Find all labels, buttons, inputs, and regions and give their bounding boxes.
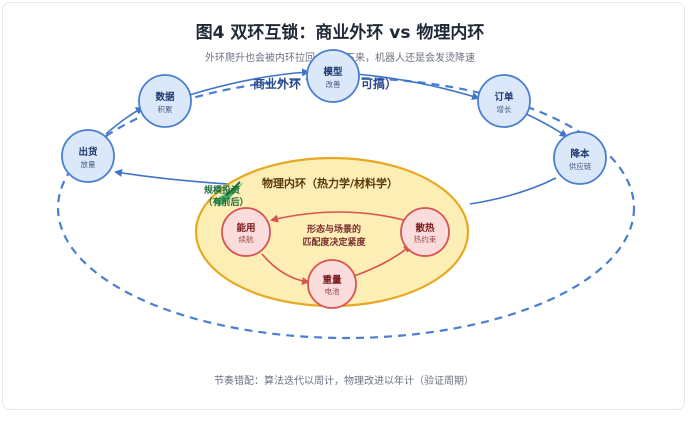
node-order-title: 订单 <box>494 91 514 103</box>
arrow-order-to-cost <box>521 111 568 138</box>
arrow-model-to-order <box>355 73 480 101</box>
node-data-sub: 积累 <box>158 104 173 114</box>
node-ship-title: 出货 <box>78 146 98 158</box>
annotation-line2: （有前后） <box>203 196 248 208</box>
arrow-weight-to-heat <box>353 244 412 277</box>
node-ship: 出货 放量 <box>61 129 115 183</box>
node-energy-title: 能用 <box>236 222 255 234</box>
diagram-footer: 节奏错配：算法迭代以周计，物理改进以年计（验证周期） <box>214 374 474 387</box>
arrow-data-to-model <box>185 68 310 97</box>
node-heat-title: 散热 <box>415 222 435 234</box>
node-cost-title: 降本 <box>570 148 590 160</box>
node-weight-title: 重量 <box>322 274 342 286</box>
node-cost: 降本 供应链 <box>553 131 607 185</box>
node-weight: 重量 电池 <box>307 259 357 309</box>
node-heat-sub: 热约束 <box>414 234 437 244</box>
node-order-sub: 增长 <box>497 104 512 114</box>
node-energy: 能用 续航 <box>221 207 271 257</box>
node-heat: 散热 热约束 <box>400 207 450 257</box>
inner-loop-label: 物理内环（热力学/材料学） <box>262 176 398 190</box>
node-cost-sub: 供应链 <box>569 161 592 171</box>
node-model: 模型 改善 <box>306 49 360 103</box>
arrow-ship-to-data <box>105 107 144 135</box>
node-data-title: 数据 <box>154 91 175 103</box>
outer-loop-ring <box>56 76 636 340</box>
center-label-line2: 匹配度决定紧度 <box>302 236 366 248</box>
node-data: 数据 积累 <box>138 74 192 128</box>
annotation-line1: 规模投资 <box>204 184 240 196</box>
node-model-sub: 改善 <box>326 79 341 89</box>
node-ship-sub: 放量 <box>81 159 96 169</box>
green-highlight-stroke <box>225 181 241 197</box>
node-weight-sub: 电池 <box>325 286 340 296</box>
node-energy-sub: 续航 <box>239 234 254 244</box>
scale-investment-annotation: 规模投资 （有前后） <box>203 181 249 208</box>
arrow-cost-to-inner <box>469 177 557 205</box>
center-label-line1: 形态与场景的 <box>307 223 361 235</box>
arrow-energy-to-weight <box>261 253 310 286</box>
diagram-title: 图4 双环互锁：商业外环 vs 物理内环 <box>196 22 485 43</box>
arrow-heat-to-energy <box>270 211 405 223</box>
node-order: 订单 增长 <box>477 74 531 128</box>
node-model-title: 模型 <box>323 66 343 78</box>
